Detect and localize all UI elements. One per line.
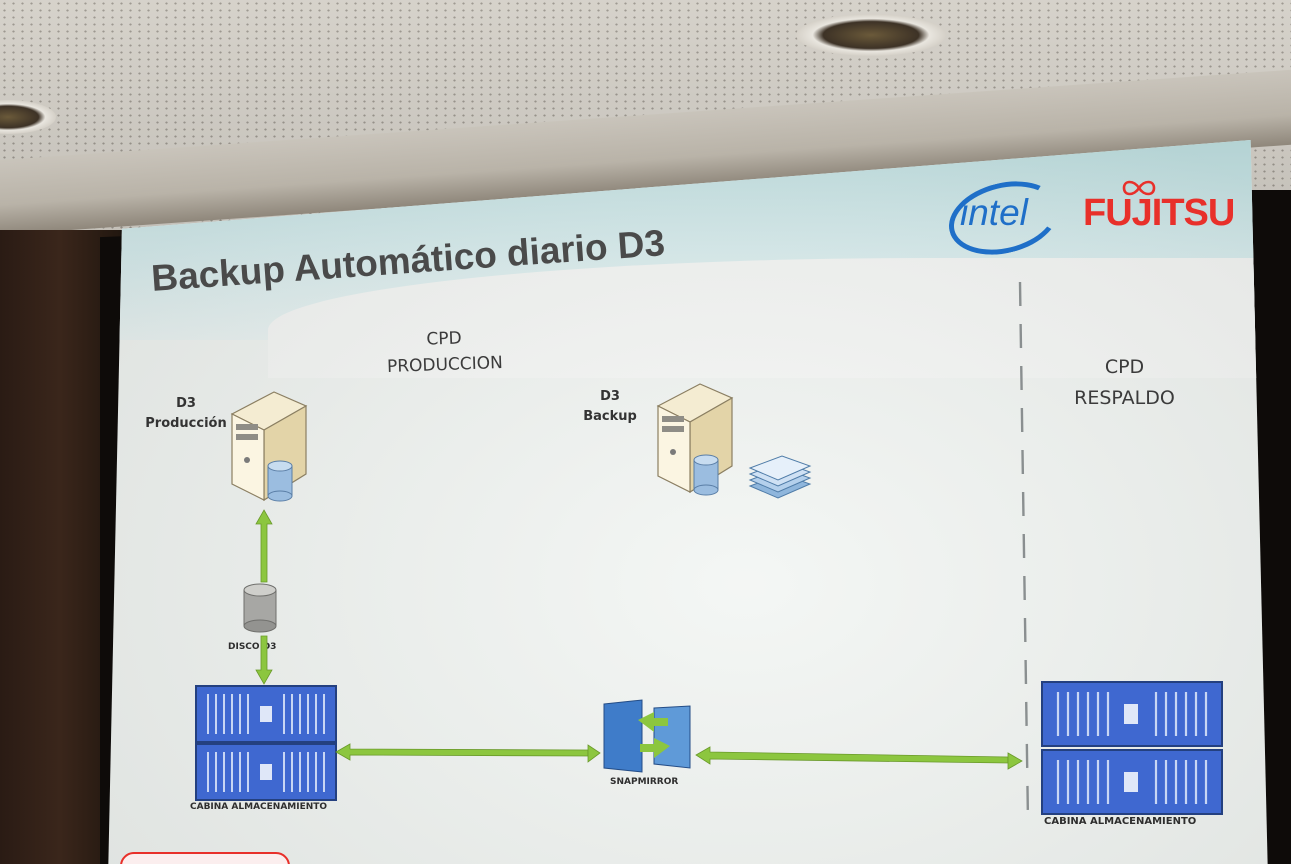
fujitsu-logo: FUJITSU: [1083, 192, 1235, 234]
server-label-produccion: D3 Producción: [145, 396, 227, 431]
corner-badge: [120, 852, 290, 864]
snapmirror-label: SNAPMIRROR: [610, 777, 679, 787]
server-icon: [656, 383, 734, 496]
storage-cabinet-icon: [195, 685, 337, 801]
disk-label: DISCO D3: [228, 642, 277, 652]
server-label-backup: D3 Backup: [583, 389, 637, 424]
disk-icon: [243, 583, 277, 633]
site-label-produccion: CPD PRODUCCION: [386, 328, 504, 378]
intel-wordmark: intel: [960, 192, 1028, 233]
site-divider: [1018, 282, 1030, 822]
storage-left-label: CABINA ALMACENAMIENTO: [190, 802, 328, 812]
storage-right-label: CABINA ALMACENAMIENTO: [1044, 816, 1197, 827]
database-icon: [267, 460, 293, 502]
ceiling-light: [796, 14, 946, 56]
server-icon: [230, 391, 308, 502]
storage-cabinet-icon: [1041, 681, 1223, 815]
site-label-respaldo: CPD RESPALDO: [1074, 356, 1175, 409]
snapmirror-icon: [603, 699, 691, 773]
database-icon: [693, 454, 719, 496]
fujitsu-infinity-icon: [1122, 180, 1156, 196]
documents-icon: [748, 455, 812, 499]
intel-logo: intel: [941, 170, 1067, 266]
